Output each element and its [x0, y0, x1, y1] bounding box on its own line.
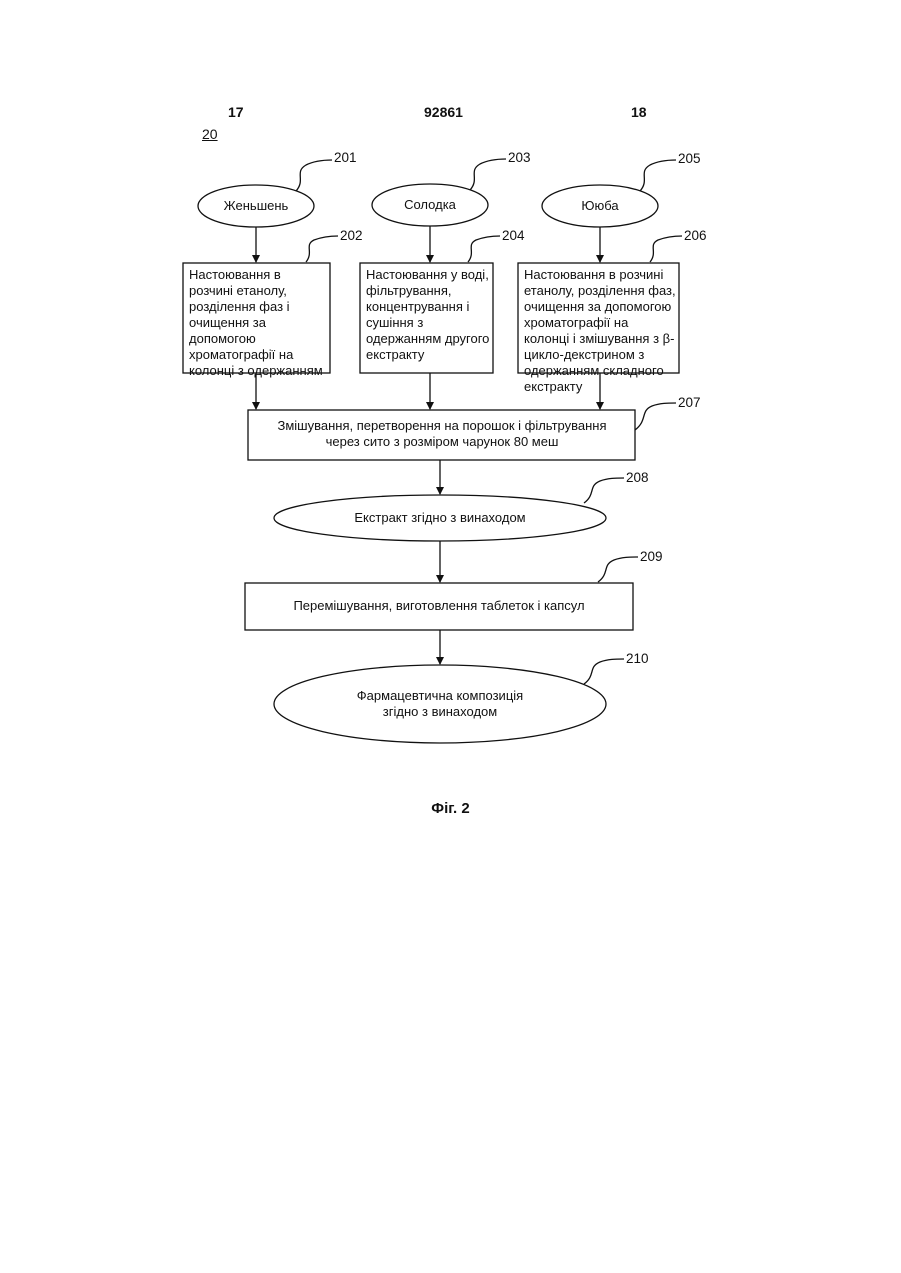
- figure-caption: Фіг. 2: [0, 800, 901, 817]
- leader-202: [306, 236, 338, 262]
- ref-202: 202: [340, 228, 363, 243]
- node-204-label: Настоювання у воді, фільтрування, концен…: [366, 267, 490, 363]
- node-206-label: Настоювання в розчині етанолу, розділенн…: [524, 267, 677, 395]
- node-201-label: Женьшень: [198, 198, 314, 214]
- leader-204: [468, 236, 500, 262]
- node-209-label: Перемішування, виготовлення таблеток і к…: [250, 598, 628, 614]
- leader-205: [640, 160, 676, 191]
- ref-205: 205: [678, 151, 701, 166]
- ref-207: 207: [678, 395, 701, 410]
- leader-210: [584, 659, 624, 684]
- node-203-label: Солодка: [372, 197, 488, 213]
- ref-210: 210: [626, 651, 649, 666]
- ref-204: 204: [502, 228, 525, 243]
- ref-201: 201: [334, 150, 357, 165]
- ref-209: 209: [640, 549, 663, 564]
- node-207-label: Змішування, перетворення на порошок і фі…: [262, 418, 622, 450]
- node-210-label: Фармацевтична композиція згідно з винахо…: [346, 688, 534, 720]
- leader-201: [296, 160, 332, 191]
- leader-206: [650, 236, 682, 262]
- leader-207: [635, 403, 676, 430]
- node-205-label: Ююба: [542, 198, 658, 214]
- leader-203: [470, 159, 506, 190]
- node-202-label: Настоювання в розчині етанолу, розділенн…: [189, 267, 327, 379]
- ref-208: 208: [626, 470, 649, 485]
- leader-208: [584, 478, 624, 503]
- node-208-label: Екстракт згідно з винаходом: [300, 510, 580, 526]
- leader-209: [598, 557, 638, 582]
- ref-206: 206: [684, 228, 707, 243]
- ref-203: 203: [508, 150, 531, 165]
